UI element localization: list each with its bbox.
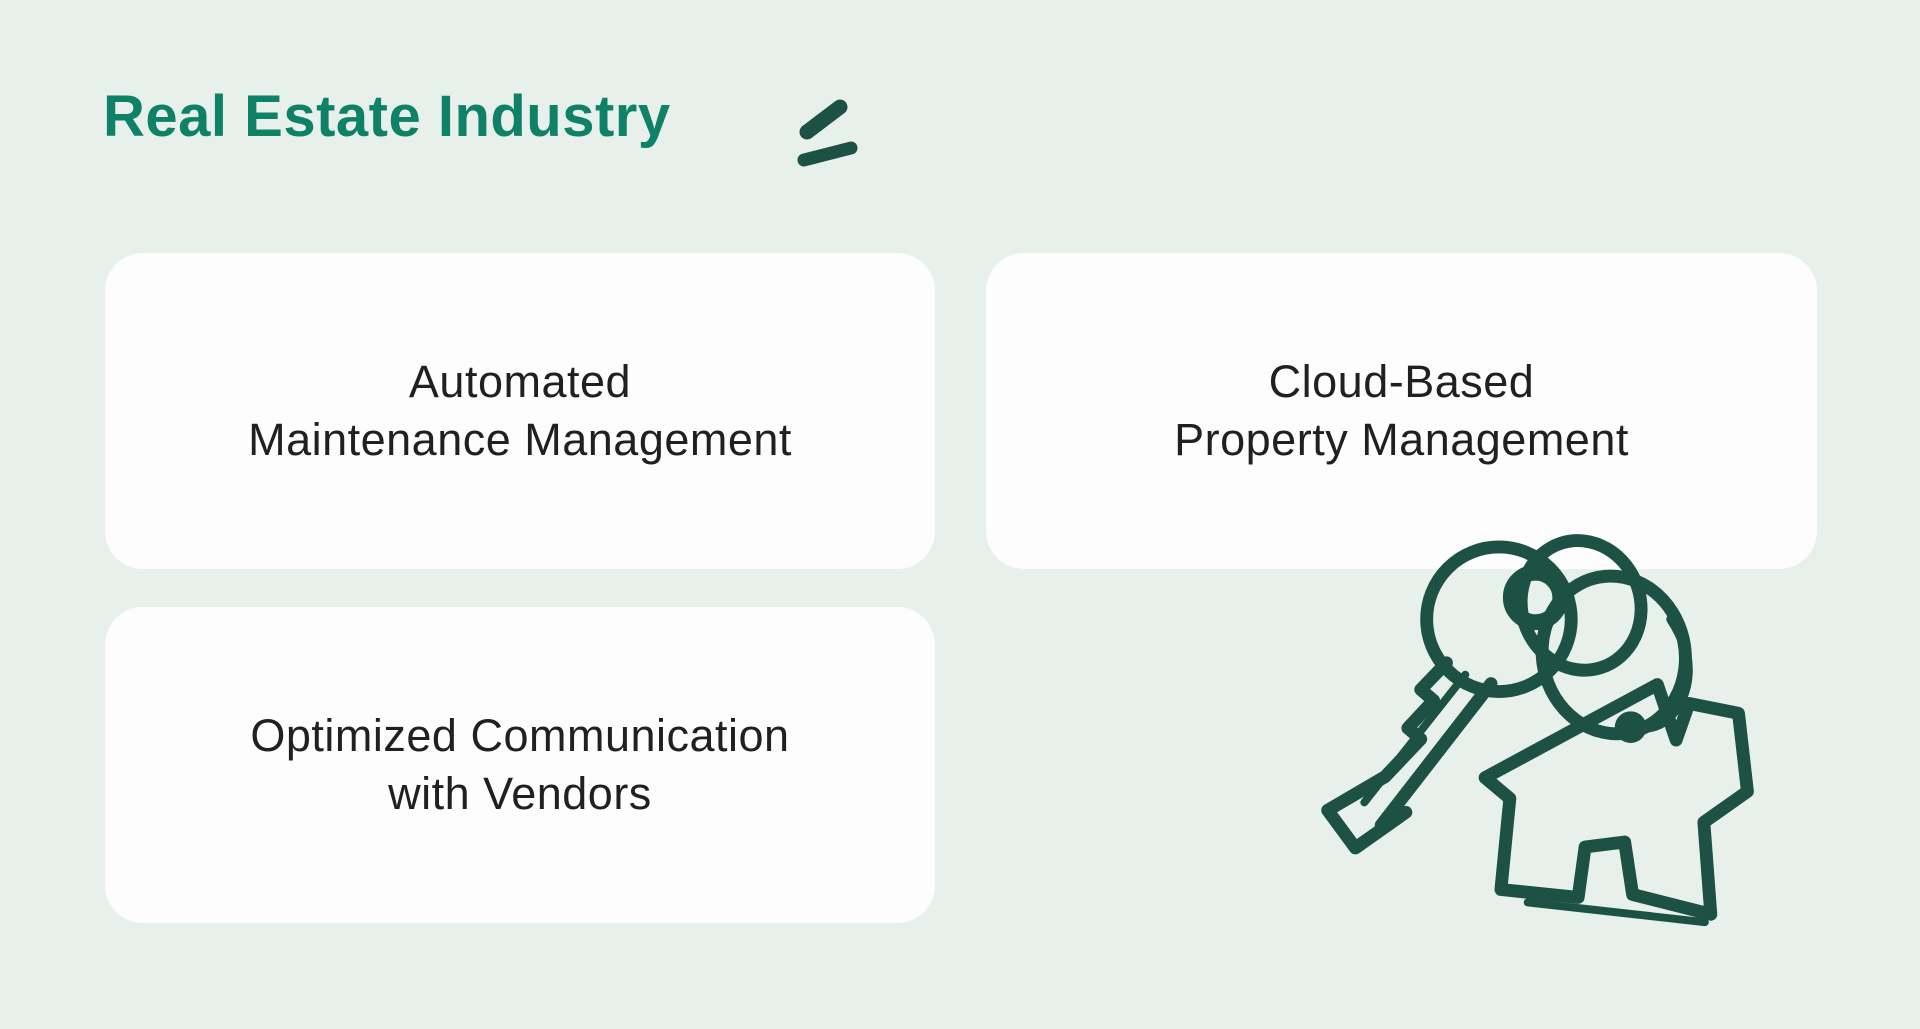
card-text-line: Property Management	[1174, 414, 1629, 465]
card-vendor-communication: Optimized Communication with Vendors	[105, 607, 935, 923]
card-automated-maintenance-text: Automated Maintenance Management	[248, 353, 792, 470]
card-vendor-communication-text: Optimized Communication with Vendors	[250, 707, 789, 824]
key-with-house-keychain-icon	[1321, 534, 1754, 927]
card-automated-maintenance: Automated Maintenance Management	[105, 253, 935, 569]
page-title: Real Estate Industry	[103, 84, 671, 149]
card-text-line: Automated	[408, 355, 632, 407]
card-text-line: Cloud-Based	[1268, 355, 1535, 407]
brush-stroke-accent-icon	[797, 99, 858, 167]
card-text-line: with Vendors	[388, 768, 652, 819]
card-cloud-property-management-text: Cloud-Based Property Management	[1174, 353, 1629, 470]
card-text-line: Optimized Communication	[250, 709, 790, 761]
card-cloud-property-management: Cloud-Based Property Management	[986, 253, 1817, 569]
card-text-line: Maintenance Management	[248, 414, 792, 465]
